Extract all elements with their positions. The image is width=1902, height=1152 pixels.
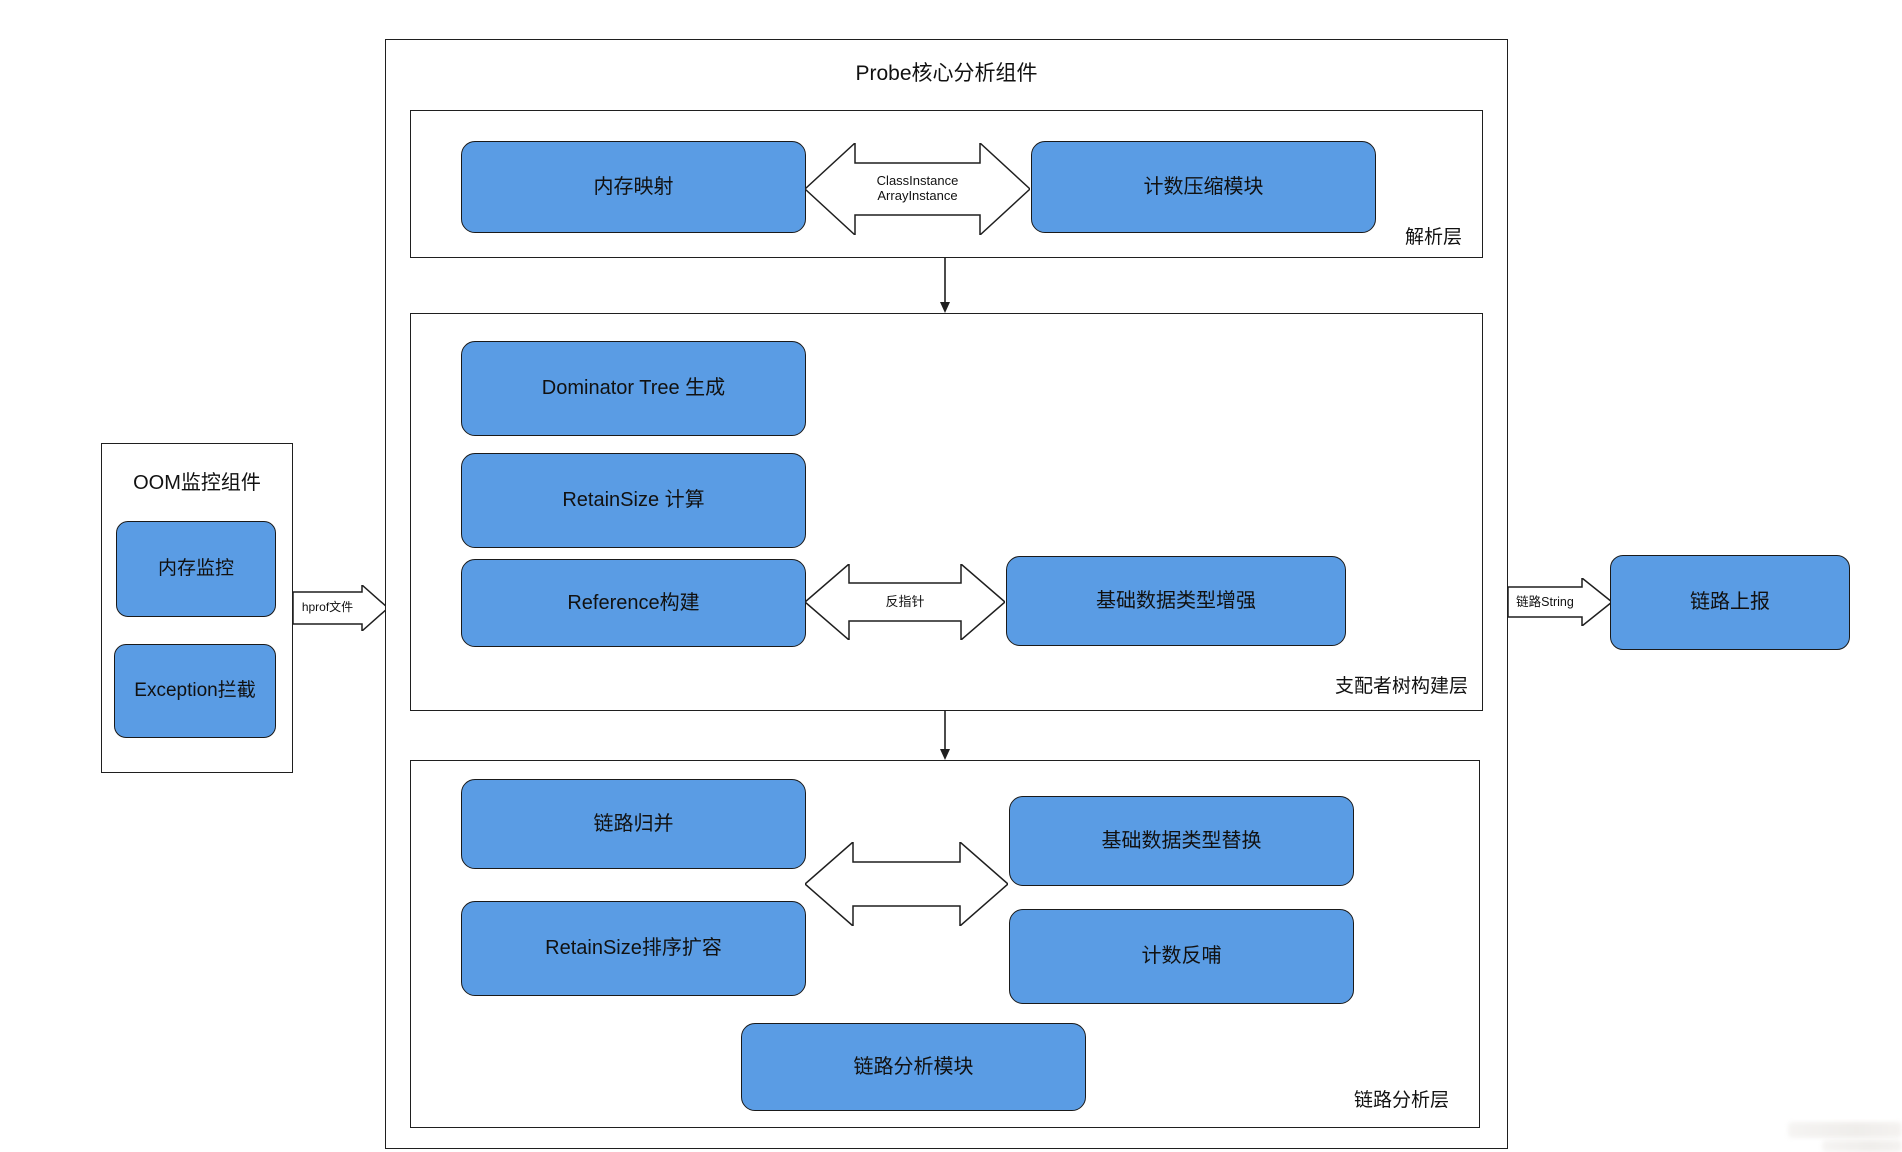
node-primitive-replace: 基础数据类型替换 <box>1009 796 1354 886</box>
reference-arrow-label: 反指针 <box>885 593 925 609</box>
node-link-analysis: 链路分析模块 <box>741 1023 1086 1111</box>
parse-arrow-label-line1: ClassInstance <box>876 173 959 189</box>
parse-arrow-label: ClassInstance ArrayInstance <box>805 163 1030 215</box>
node-count-feedback: 计数反哺 <box>1009 909 1354 1004</box>
link-double-arrow <box>805 842 1008 926</box>
node-retainsize-calc: RetainSize 计算 <box>461 453 806 548</box>
flow-arrow-dominator-to-link <box>940 711 950 760</box>
parse-arrow-label-line2: ArrayInstance <box>877 188 958 203</box>
oom-component-title: OOM监控组件 <box>133 472 261 494</box>
watermark-smudge <box>1788 1122 1902 1138</box>
link-layer-box: 链路归并 RetainSize排序扩容 基础数据类型替换 计数反哺 链路分析模块… <box>410 760 1480 1128</box>
flow-arrow-parse-to-dominator <box>940 258 950 313</box>
dominator-layer-box: Dominator Tree 生成 RetainSize 计算 Referenc… <box>410 313 1483 711</box>
parse-double-arrow <box>805 143 1030 235</box>
node-exception-intercept: Exception拦截 <box>114 644 276 738</box>
node-count-compression: 计数压缩模块 <box>1031 141 1376 233</box>
link-string-arrow-label: 链路String <box>1516 594 1574 609</box>
node-memory-mapping: 内存映射 <box>461 141 806 233</box>
oom-component-box: OOM监控组件 内存监控 Exception拦截 <box>101 443 293 773</box>
node-reference-build: Reference构建 <box>461 559 806 647</box>
node-link-merge: 链路归并 <box>461 779 806 869</box>
reference-double-arrow <box>805 564 1005 640</box>
parse-layer-label: 解析层 <box>1404 227 1462 248</box>
hprof-arrow-label: hprof文件 <box>301 600 354 615</box>
watermark-smudge <box>1822 1140 1902 1152</box>
probe-component-title: Probe核心分析组件 <box>855 62 1038 85</box>
node-primitive-enhance: 基础数据类型增强 <box>1006 556 1346 646</box>
dominator-layer-label: 支配者树构建层 <box>1334 676 1468 697</box>
link-string-arrow <box>1508 578 1612 626</box>
node-dominator-tree: Dominator Tree 生成 <box>461 341 806 436</box>
node-memory-monitor: 内存监控 <box>116 521 276 617</box>
link-layer-label: 链路分析层 <box>1353 1090 1449 1111</box>
hprof-arrow <box>293 585 388 631</box>
node-retainsize-sort: RetainSize排序扩容 <box>461 901 806 996</box>
node-link-report: 链路上报 <box>1610 555 1850 650</box>
